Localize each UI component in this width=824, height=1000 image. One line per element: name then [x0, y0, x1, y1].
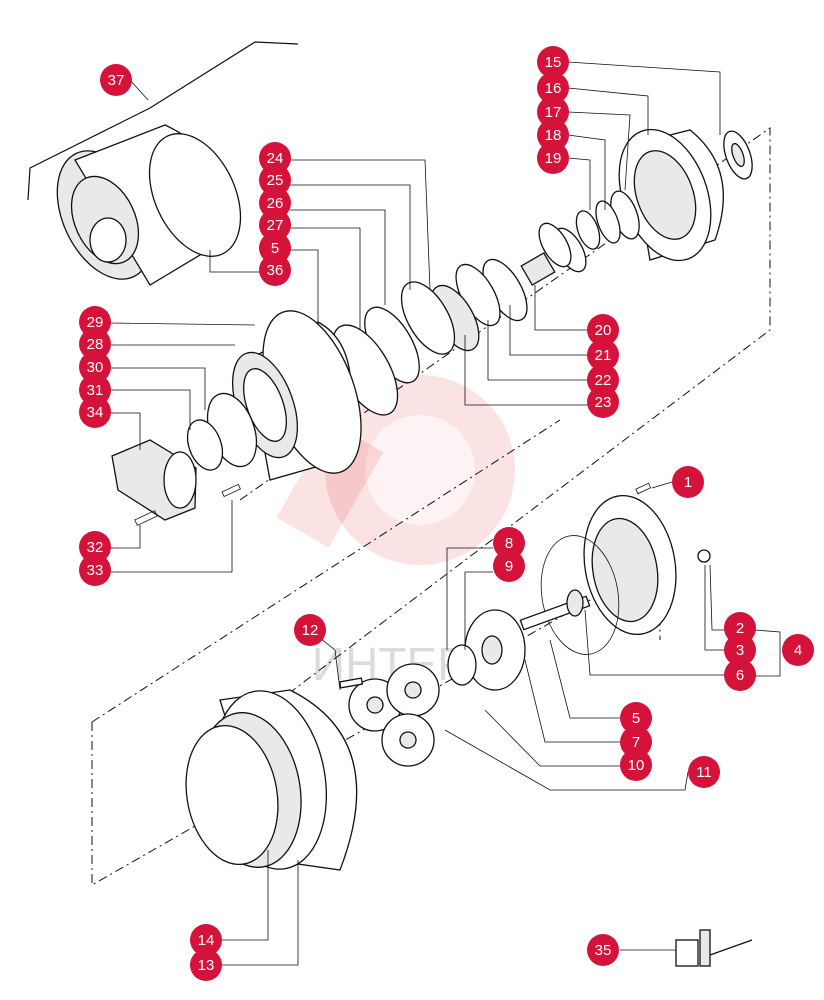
hydraulic-motor: [111, 439, 241, 526]
svg-text:25: 25: [267, 172, 284, 189]
callout-5-upper: 5: [259, 232, 291, 264]
svg-text:2: 2: [736, 620, 744, 637]
svg-text:24: 24: [267, 150, 284, 167]
svg-text:12: 12: [302, 622, 319, 639]
callout-29: 29: [79, 306, 111, 338]
callout-28: 28: [79, 328, 111, 360]
svg-text:4: 4: [794, 642, 802, 659]
callout-6: 6: [724, 659, 756, 691]
callout-33: 33: [79, 554, 111, 586]
leader-lines: [109, 61, 781, 966]
motor-housing: [186, 310, 362, 481]
svg-text:33: 33: [87, 562, 104, 579]
svg-text:20: 20: [595, 322, 612, 339]
svg-text:23: 23: [595, 394, 612, 411]
svg-text:10: 10: [628, 757, 645, 774]
svg-text:1: 1: [684, 474, 692, 491]
callout-10: 10: [620, 749, 652, 781]
svg-text:13: 13: [198, 957, 215, 974]
seal-rings: [331, 222, 587, 416]
svg-text:7: 7: [632, 734, 640, 751]
svg-text:26: 26: [267, 195, 284, 212]
svg-text:30: 30: [87, 359, 104, 376]
location-symbol: [675, 929, 753, 967]
svg-text:32: 32: [87, 539, 104, 556]
svg-text:9: 9: [505, 558, 513, 575]
callout-16: 16: [537, 72, 569, 104]
assembled-final-drive: [27, 41, 299, 286]
svg-text:5: 5: [632, 710, 640, 727]
callout-37: 37: [100, 64, 132, 96]
callout-19: 19: [537, 142, 569, 174]
callout-35: 35: [587, 934, 619, 966]
svg-text:6: 6: [736, 667, 744, 684]
callout-30: 30: [79, 351, 111, 383]
callout-31: 31: [79, 374, 111, 406]
callout-27: 27: [259, 209, 291, 241]
svg-text:14: 14: [198, 932, 215, 949]
svg-text:19: 19: [545, 150, 562, 167]
svg-text:37: 37: [108, 72, 125, 89]
callout-26: 26: [259, 187, 291, 219]
svg-text:17: 17: [545, 104, 562, 121]
callout-12: 12: [294, 614, 326, 646]
callout-11: 11: [688, 756, 720, 788]
callout-20: 20: [587, 314, 619, 346]
callout-7: 7: [620, 726, 652, 758]
svg-text:36: 36: [267, 262, 284, 279]
ring-gear-housing: [540, 482, 711, 655]
callout-34: 34: [79, 396, 111, 428]
svg-text:28: 28: [87, 336, 104, 353]
callout-15: 15: [537, 46, 569, 78]
svg-text:22: 22: [595, 372, 612, 389]
svg-text:18: 18: [545, 127, 562, 144]
svg-text:31: 31: [87, 382, 104, 399]
callout-18: 18: [537, 119, 569, 151]
svg-text:34: 34: [87, 404, 104, 421]
hub-housing: [575, 128, 753, 262]
callout-24: 24: [259, 142, 291, 174]
callout-13: 13: [190, 949, 222, 981]
planet-carrier: [338, 663, 440, 767]
svg-text:35: 35: [595, 942, 612, 959]
callout-4: 4: [782, 634, 814, 666]
svg-text:15: 15: [545, 54, 562, 71]
svg-text:11: 11: [696, 764, 712, 781]
svg-text:16: 16: [545, 80, 562, 97]
callout-25: 25: [259, 164, 291, 196]
callout-32: 32: [79, 531, 111, 563]
svg-text:8: 8: [505, 535, 513, 552]
callout-3: 3: [724, 634, 756, 666]
callout-1: 1: [672, 466, 704, 498]
svg-text:5: 5: [271, 240, 279, 257]
callout-17: 17: [537, 96, 569, 128]
callout-8: 8: [493, 527, 525, 559]
callout-23: 23: [587, 386, 619, 418]
callout-22: 22: [587, 364, 619, 396]
drum-housing: [185, 689, 358, 871]
callout-2: 2: [724, 612, 756, 644]
sun-gear-shaft: [447, 589, 591, 691]
svg-text:3: 3: [736, 642, 744, 659]
svg-text:29: 29: [87, 314, 104, 331]
callout-14: 14: [190, 924, 222, 956]
callout-36: 36: [259, 254, 291, 286]
callout-21: 21: [587, 339, 619, 371]
callout-9: 9: [493, 550, 525, 582]
svg-text:27: 27: [267, 217, 284, 234]
callout-5-lower: 5: [620, 702, 652, 734]
svg-text:21: 21: [595, 347, 612, 364]
